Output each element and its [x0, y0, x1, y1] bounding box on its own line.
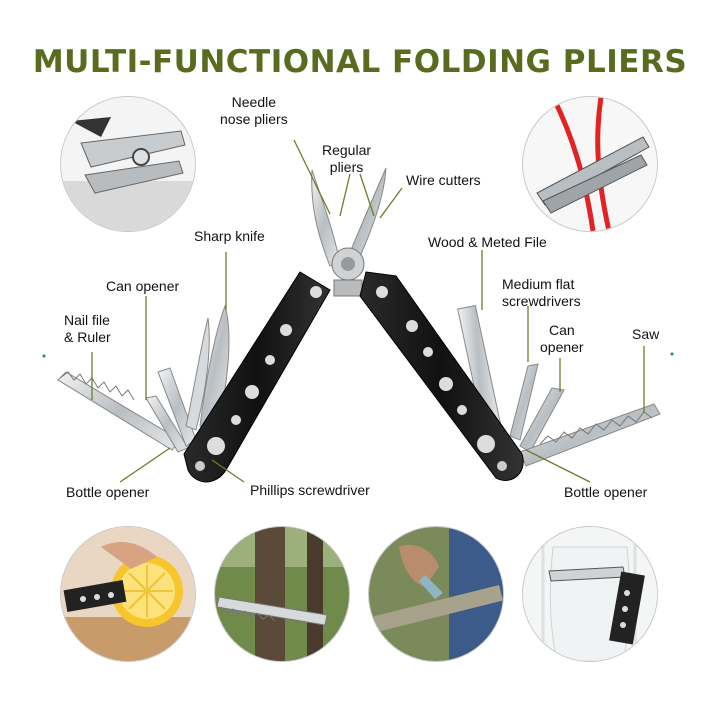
- label-regular-pliers: Regular pliers: [322, 142, 372, 175]
- label-nail-file-ruler: Nail file & Ruler: [64, 312, 111, 345]
- label-bottle-opener-right: Bottle opener: [564, 484, 648, 500]
- label-phillips-screwdriver: Phillips screwdriver: [250, 482, 370, 498]
- label-bottle-opener-left: Bottle opener: [66, 484, 150, 500]
- photo-opening-bottle: [522, 526, 658, 662]
- photo-cutting-lemon: [60, 526, 196, 662]
- flat-screwdriver-tool: [509, 363, 539, 441]
- pliers-jaws: [311, 167, 387, 297]
- label-saw: Saw: [632, 326, 660, 342]
- label-wood-file: Wood & Meted File: [428, 234, 547, 250]
- label-medium-flat-screwdrivers: Medium flat screwdrivers: [502, 276, 581, 309]
- photo-whittling-stick: [368, 526, 504, 662]
- leader-lines: [91, 139, 645, 483]
- small-blade-left: [185, 317, 210, 431]
- label-can-opener-left: Can opener: [106, 278, 180, 294]
- photo-sawing-branch: [214, 526, 350, 662]
- label-can-opener-right: Can opener: [540, 322, 584, 355]
- right-handle: [359, 271, 524, 481]
- page-title: MULTI-FUNCTIONAL FOLDING PLIERS: [32, 44, 688, 80]
- photo-cutting-red-wire: [522, 96, 658, 232]
- saw-blade-right: [519, 403, 661, 467]
- photo-pliers-closeup: [60, 96, 196, 232]
- label-sharp-knife: Sharp knife: [194, 228, 265, 244]
- label-needle-nose-pliers: Needle nose pliers: [220, 94, 288, 127]
- label-wire-cutters: Wire cutters: [406, 172, 481, 188]
